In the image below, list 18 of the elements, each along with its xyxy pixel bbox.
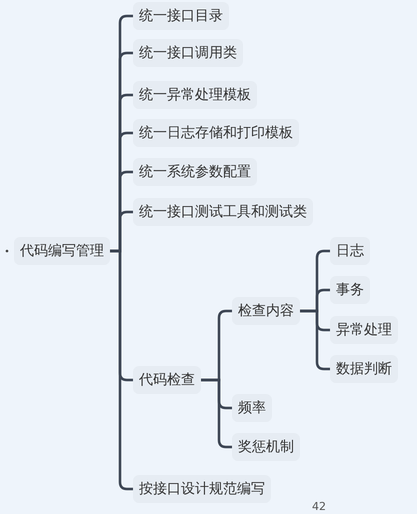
topic-box: 统一接口调用类	[133, 39, 243, 67]
topic-box: 检查内容	[232, 297, 300, 325]
connector-line	[300, 310, 330, 370]
topic-box: 统一异常处理模板	[133, 81, 257, 109]
page-number: 42	[312, 500, 326, 513]
topic-box: 统一接口目录	[133, 2, 229, 30]
topic-box: 奖惩机制	[232, 433, 300, 461]
topic-box: 按接口设计规范编写	[133, 475, 271, 503]
topic-box: 统一系统参数配置	[133, 158, 257, 186]
topic-box: 统一日志存储和打印模板	[133, 119, 299, 147]
topic-box: 统一接口测试工具和测试类	[133, 198, 313, 226]
topic-box: 代码检查	[133, 366, 201, 394]
topic-box: 代码编写管理	[14, 237, 110, 265]
topic-box: 异常处理	[330, 316, 398, 344]
topic-box: 日志	[330, 237, 370, 265]
topic-box: 数据判断	[330, 355, 398, 383]
topic-box: 事务	[330, 276, 370, 304]
topic-box: 频率	[232, 394, 272, 422]
